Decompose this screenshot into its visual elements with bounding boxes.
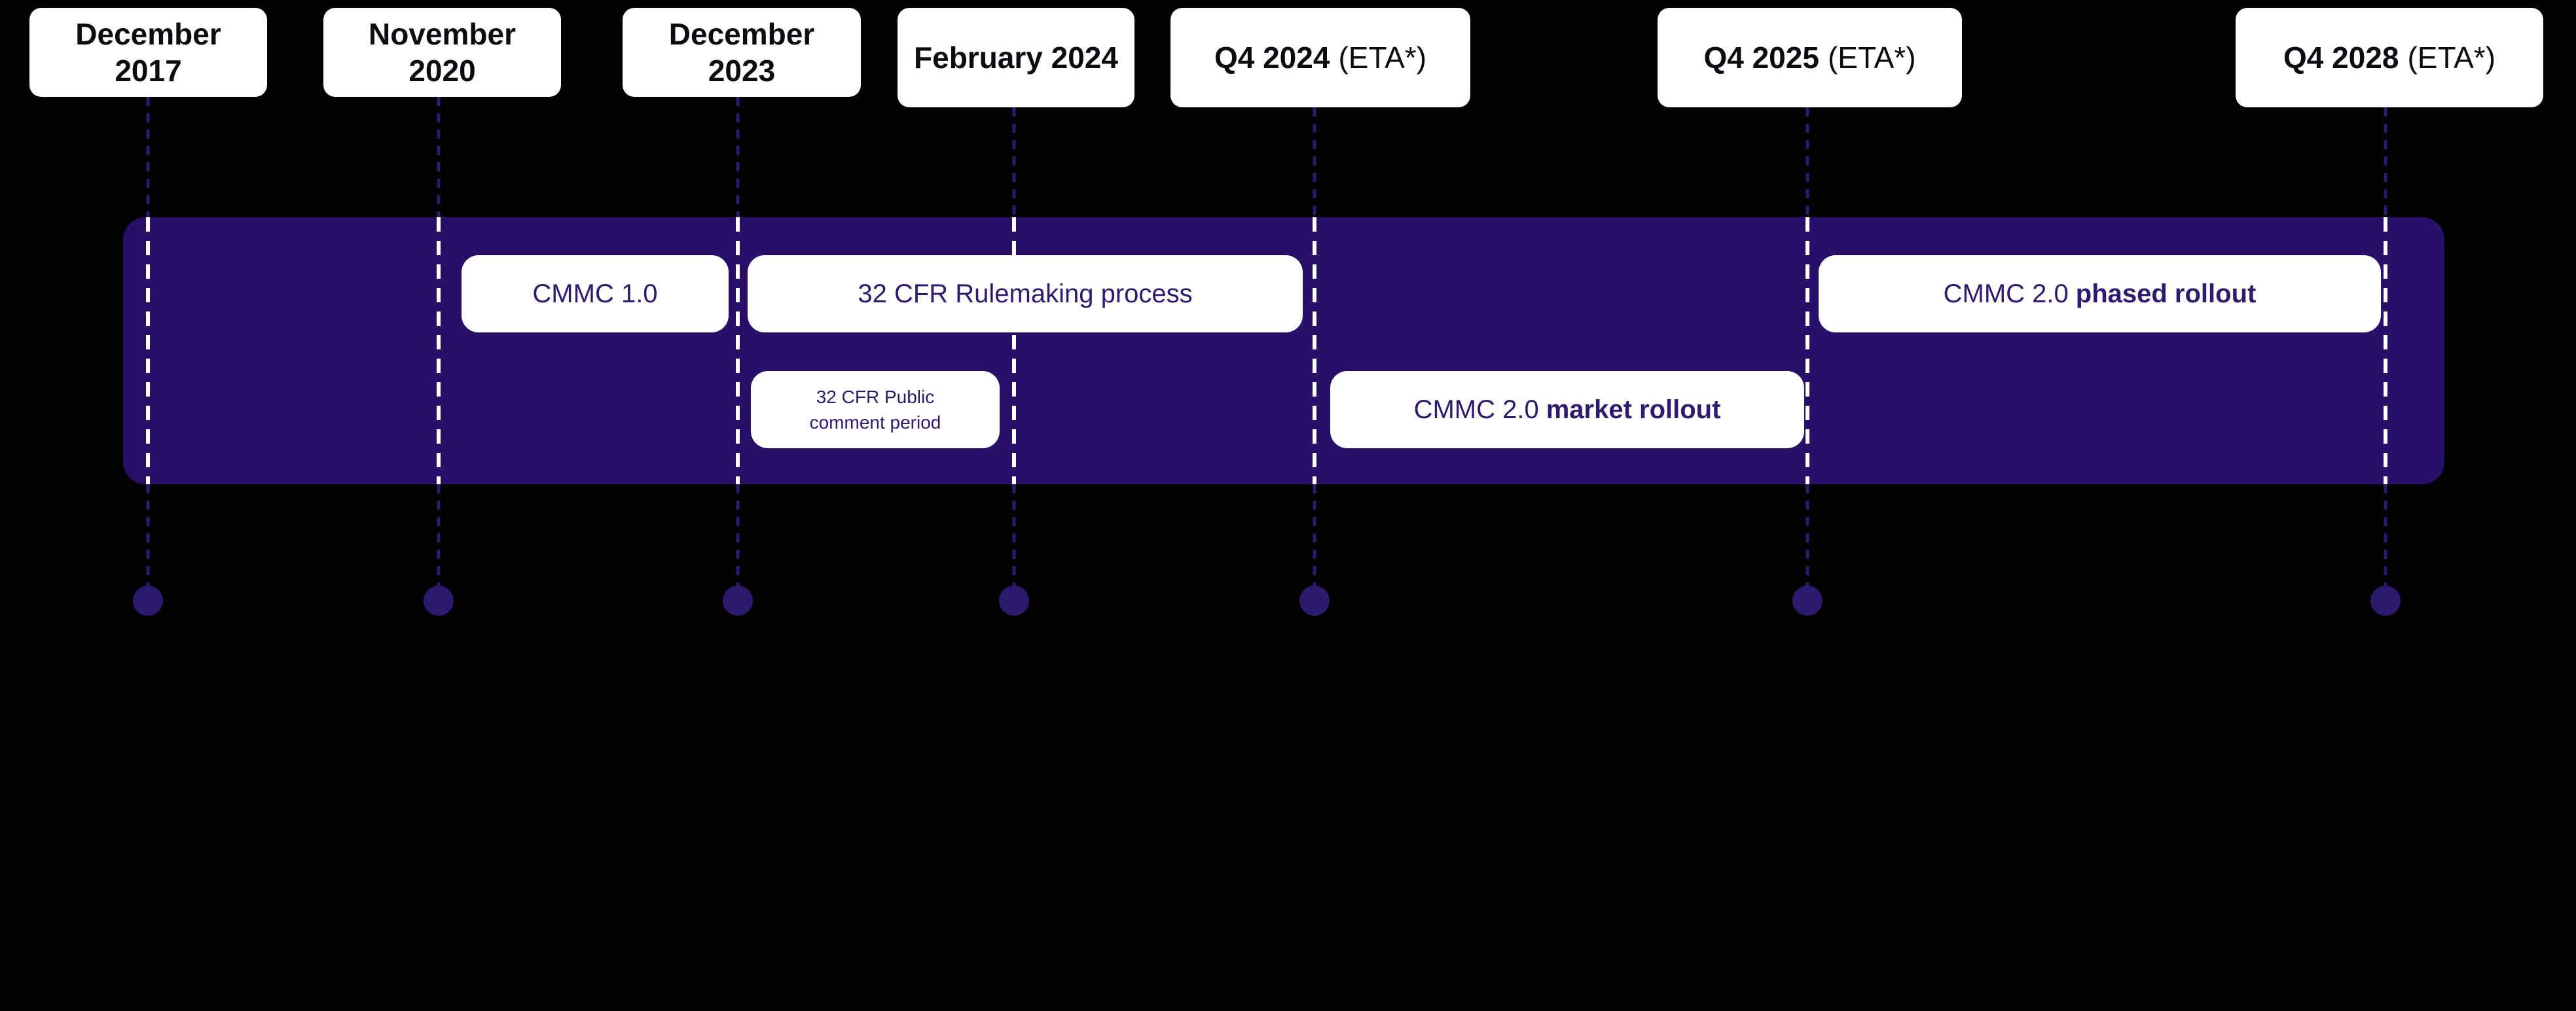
phase-32-cfr-rulemaking-process: 32 CFR Rulemaking process — [748, 255, 1303, 332]
timeline-dot — [999, 586, 1029, 616]
date-label: Q4 2025(ETA*) — [1658, 8, 1962, 107]
dashed-connector-upper — [736, 97, 740, 217]
dashed-connector-lower — [146, 484, 150, 586]
date-line-1: November — [369, 16, 516, 51]
date-main: Q4 2024 — [1214, 40, 1330, 75]
phase-label-regular: CMMC 2.0 — [1943, 279, 2069, 308]
phase-label: CMMC 1.0 — [532, 279, 658, 308]
phase-label: 32 CFR Rulemaking process — [858, 279, 1193, 308]
date-eta-suffix: (ETA*) — [2407, 40, 2496, 75]
dashed-connector-band — [736, 217, 740, 484]
dashed-connector-band — [2384, 217, 2387, 484]
dashed-connector-lower — [1012, 484, 1016, 586]
dashed-connector-upper — [1805, 107, 1809, 217]
timeline-dot — [133, 586, 163, 616]
phase-cmmc-1-0: CMMC 1.0 — [462, 255, 729, 332]
date-label: Q4 2024(ETA*) — [1170, 8, 1470, 107]
dashed-connector-band — [1012, 217, 1016, 484]
timeline-dot — [2370, 586, 2401, 616]
dashed-connector-band — [146, 217, 150, 484]
date-label: February 2024 — [898, 8, 1134, 107]
date-line-1: December — [75, 16, 221, 51]
dashed-connector-band — [1805, 217, 1809, 484]
phase-label-line-1: 32 CFR Public — [816, 386, 935, 407]
phase-label-bold: market rollout — [1546, 395, 1721, 424]
date-label: Q4 2028(ETA*) — [2236, 8, 2543, 107]
dashed-connector-upper — [2384, 107, 2387, 217]
timeline-dot — [1792, 586, 1823, 616]
date-line-2: 2023 — [708, 54, 776, 88]
date-main: Q4 2025 — [1703, 40, 1819, 75]
dashed-connector-band — [1313, 217, 1316, 484]
date-eta-suffix: (ETA*) — [1827, 40, 1916, 75]
dashed-connector-lower — [1805, 484, 1809, 586]
date-line-1: December — [668, 16, 815, 51]
timeline-dot — [1299, 586, 1330, 616]
date-main: Q4 2028 — [2283, 40, 2399, 75]
dashed-connector-upper — [1012, 107, 1016, 217]
phase-label-bold: phased rollout — [2075, 279, 2257, 308]
phase-label-line-2: comment period — [809, 412, 941, 433]
dashed-connector-lower — [437, 484, 441, 586]
dashed-connector-lower — [2384, 484, 2387, 586]
dashed-connector-upper — [1313, 107, 1316, 217]
dashed-connector-upper — [146, 97, 150, 217]
timeline-dot — [723, 586, 753, 616]
date-line-2: 2020 — [408, 54, 476, 88]
phase-label-regular: CMMC 2.0 — [1413, 395, 1539, 424]
date-line-2: 2017 — [115, 54, 182, 88]
date-main: February 2024 — [914, 40, 1118, 75]
dashed-connector-lower — [736, 484, 740, 586]
dashed-connector-upper — [437, 97, 441, 217]
date-eta-suffix: (ETA*) — [1338, 40, 1427, 75]
phase-32-cfr-public-comment-period: 32 CFR Public comment period — [751, 371, 1000, 448]
dashed-connector-band — [437, 217, 441, 484]
timeline-dot — [424, 586, 454, 616]
dashed-connector-lower — [1313, 484, 1316, 586]
